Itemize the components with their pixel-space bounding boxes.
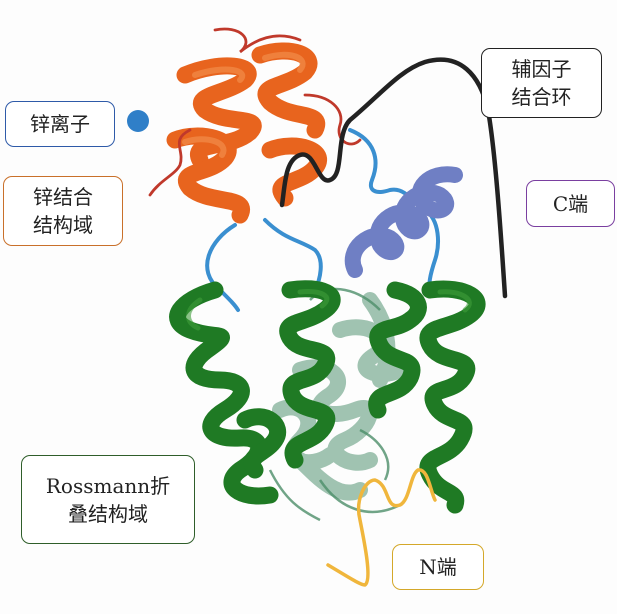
label-c-term-text: C端: [552, 191, 589, 216]
label-zinc-domain: 锌结合 结构域: [3, 176, 123, 246]
label-rossmann-line2: 叠结构域: [68, 501, 148, 526]
zinc-ion: [127, 110, 149, 132]
label-cofactor-loop: 辅因子 结合环: [481, 48, 602, 118]
label-rossmann-line1: Rossmann折: [45, 473, 171, 498]
label-cofactor-line2: 结合环: [511, 85, 572, 109]
label-zinc-ion: 锌离子: [5, 101, 115, 147]
zinc-domain-highlight: [182, 51, 306, 158]
label-n-term-text: N端: [419, 555, 457, 579]
c-term-helix: [344, 166, 463, 278]
cofactor-loop: [279, 57, 508, 299]
label-zinc-domain-line2: 结构域: [33, 213, 93, 237]
rossmann-helices: [169, 280, 486, 514]
zinc-domain-loop: [148, 27, 362, 197]
label-zinc-domain-line1: 锌结合: [33, 185, 93, 209]
label-c-term: C端: [526, 180, 615, 227]
n-term-tail: [326, 468, 437, 587]
label-n-term: N端: [392, 544, 484, 590]
rossmann-highlight: [186, 289, 472, 331]
label-rossmann-domain: Rossmann折 叠结构域: [21, 455, 195, 544]
label-zinc-ion-text: 锌离子: [30, 112, 90, 136]
label-cofactor-line1: 辅因子: [511, 57, 572, 81]
